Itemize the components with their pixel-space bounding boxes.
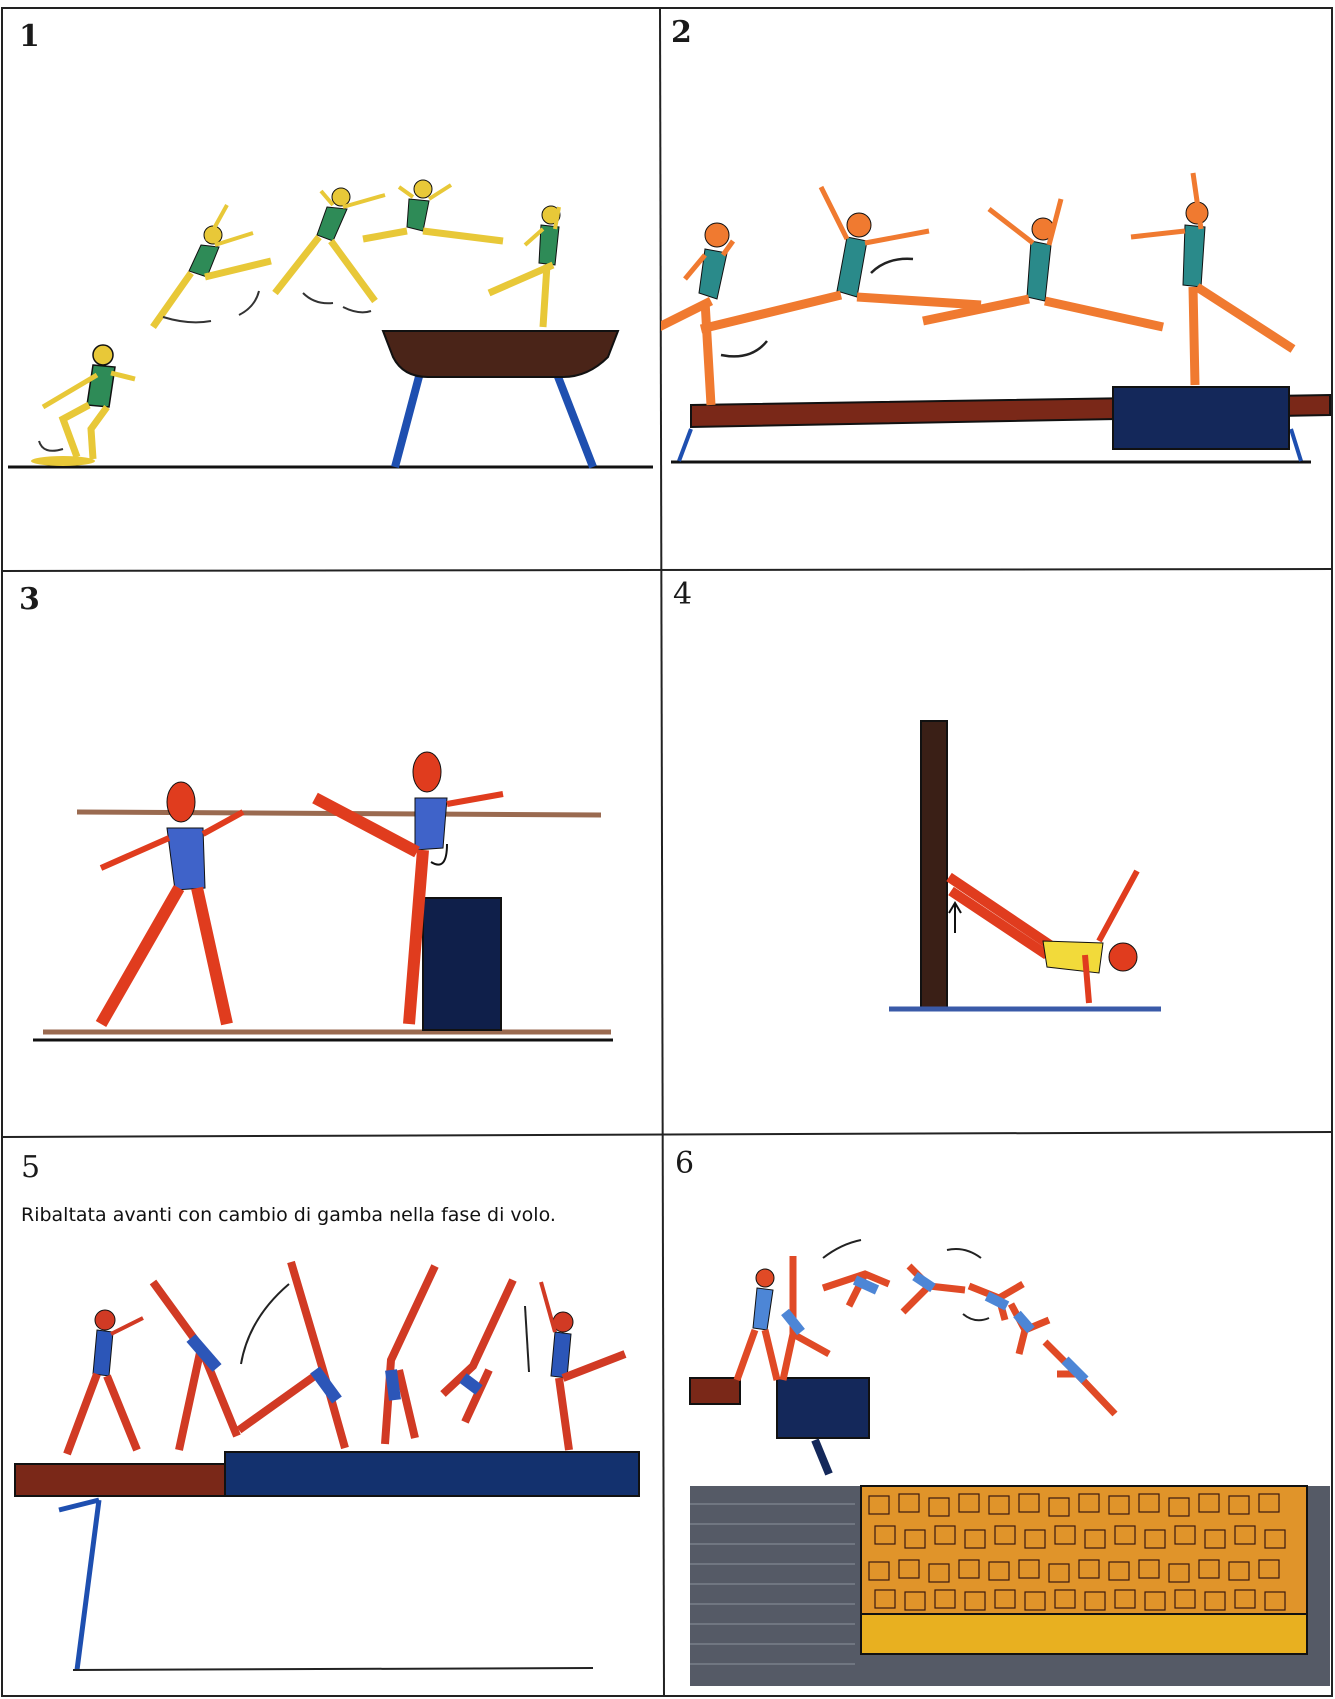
support-block: [423, 898, 501, 1030]
gymnast-step: [661, 223, 733, 405]
gymnast-flight-3: [363, 180, 503, 241]
gymnast-landing: [489, 206, 560, 327]
panel-2: 2: [661, 9, 1332, 569]
foam-pit-illustration: [665, 1134, 1332, 1696]
panel-5: 5 Ribaltata avanti con cambio di gamba n…: [3, 1138, 661, 1696]
gymnast-flight-2: [275, 188, 385, 301]
beam-illustration: [661, 9, 1332, 569]
wall-bars: [921, 721, 947, 1009]
balance-beam: [15, 1452, 639, 1670]
balance-beam: [679, 387, 1330, 461]
panel-6: 6: [665, 1134, 1332, 1696]
gymnast-stretch: [101, 782, 243, 1024]
wall-illustration: [663, 571, 1332, 1132]
panel-3: 3: [3, 572, 659, 1135]
gymnast-leap-1: [701, 187, 981, 329]
runway-beam: [690, 1378, 740, 1404]
panel-1: 1: [3, 9, 659, 570]
springboard: [31, 456, 95, 466]
gymnast-takeoff: [43, 345, 135, 459]
vault-illustration: [3, 9, 659, 570]
vault-horse: [383, 331, 618, 467]
gymnast-finish: [1131, 173, 1293, 385]
gymnast-flight-1: [153, 205, 271, 327]
takeoff-block: [777, 1378, 869, 1438]
walkover-illustration: [3, 1138, 661, 1696]
gymnast-sequence: [67, 1262, 625, 1454]
motion-arrows: [721, 259, 913, 357]
barre-illustration: [3, 572, 659, 1135]
motion-arrows: [241, 1284, 529, 1372]
gymnast-plank: [949, 871, 1137, 1003]
panel-4: 4: [663, 571, 1332, 1132]
up-arrow: [949, 903, 961, 933]
